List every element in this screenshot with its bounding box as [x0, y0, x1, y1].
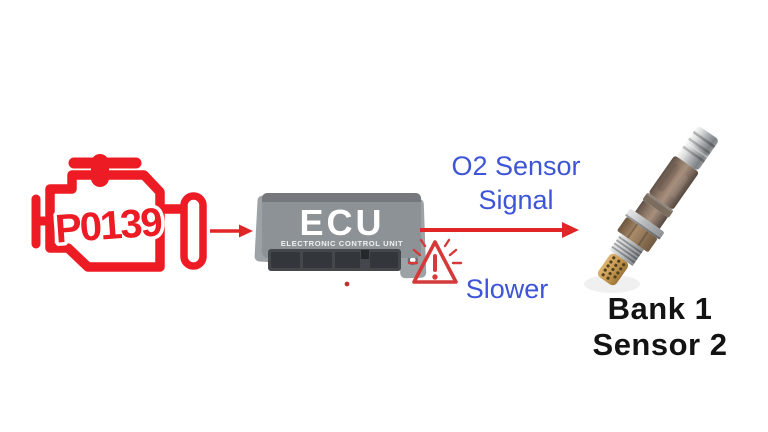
slower-label: Slower [465, 274, 549, 304]
ecu-image: ECU ELECTRONIC CONTROL UNIT [254, 193, 427, 287]
sensor-location-line1: Bank 1 [607, 291, 713, 326]
ecu-connector-segments [271, 250, 398, 268]
sensor-band [643, 193, 673, 218]
engine-right-bar [180, 192, 207, 270]
warning-icon [407, 238, 463, 284]
sensor-tip-holes [601, 256, 626, 280]
sensor-flange [625, 209, 664, 239]
sensor-body [649, 156, 699, 209]
check-engine-icon: P0139 [31, 154, 207, 272]
o2-sensor-image [584, 126, 718, 293]
ecu-title: ECU [299, 202, 384, 243]
engine-body [45, 170, 165, 272]
sensor-hex-nut [617, 217, 658, 252]
ecu-housing [262, 193, 421, 258]
sensor-location-line2: Sensor 2 [592, 327, 728, 362]
ecu-subtitle: ELECTRONIC CONTROL UNIT [281, 239, 404, 248]
o2-signal-line2: Signal [478, 185, 554, 215]
sensor-crimp-cap [677, 126, 718, 170]
ecu-red-dot [344, 281, 350, 287]
ecu-top-bevel [262, 193, 421, 202]
sensor-threads [609, 233, 644, 266]
arrow-right-icon [420, 222, 579, 238]
o2-signal-label: O2 Sensor Signal [428, 149, 604, 217]
sensor-location-label: Bank 1 Sensor 2 [571, 291, 749, 363]
trouble-code-text: P0139 [54, 200, 163, 251]
warning-rays [407, 238, 463, 265]
o2-signal-line1: O2 Sensor [451, 151, 581, 181]
sensor-lower-body [635, 200, 668, 229]
arrow-right-icon [210, 224, 253, 238]
